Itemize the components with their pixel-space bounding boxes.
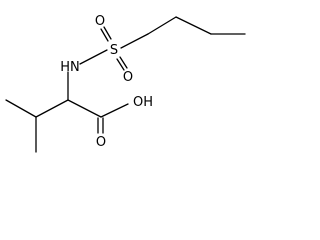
atom-label-hydroxyl-oxygen: OH	[133, 95, 153, 110]
carboxyl-group	[97, 103, 129, 134]
bond-calpha-ccarboxyl	[67, 99, 102, 118]
atom-label-sulfur: S	[110, 43, 118, 58]
bond-s-o-bottom-a	[119, 56, 128, 69]
butyl-chain	[120, 16, 246, 49]
bond-s-o-top-b	[100, 28, 109, 42]
atom-label-carbonyl-oxygen: O	[96, 135, 106, 150]
bond-n-s	[79, 49, 108, 65]
atom-label-sulfonyl-oxygen-top: O	[95, 14, 105, 29]
atom-label-amine-nitrogen: HN	[60, 60, 80, 75]
bond-s-o-bottom-b	[116, 58, 125, 71]
bond-ccarboxyl-oh	[100, 103, 129, 118]
bond-c1-c2	[147, 16, 177, 35]
bond-calpha-cbeta	[35, 99, 69, 118]
chemical-structure: S O O HN OH O	[5, 14, 246, 153]
atom-label-sulfonyl-oxygen-bottom: O	[123, 70, 133, 85]
bond-s-c1	[120, 33, 149, 49]
carbon-skeleton	[5, 99, 102, 153]
bond-s-o-top-a	[103, 26, 112, 40]
sulfonyl-group	[100, 26, 128, 71]
bond-c2-c3	[175, 16, 212, 35]
bond-cbeta-cethyl	[5, 99, 37, 118]
